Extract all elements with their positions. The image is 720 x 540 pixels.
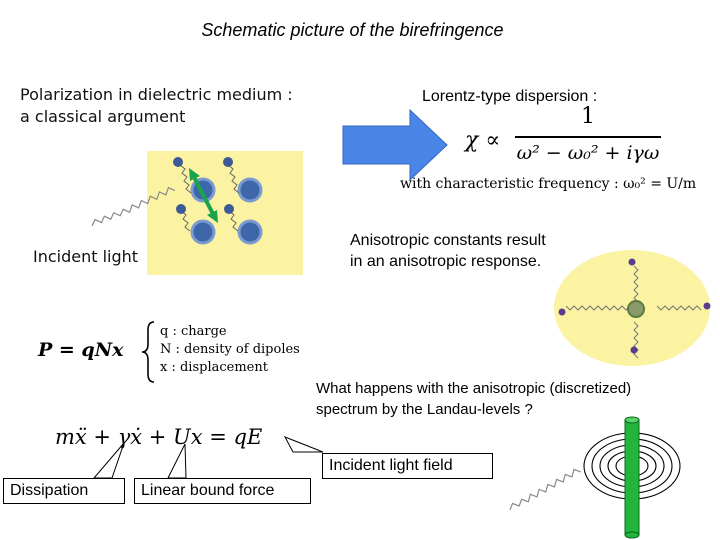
definition-displacement: x : displacement (160, 360, 268, 375)
spring (227, 164, 240, 194)
definitions-brace (141, 321, 155, 383)
atom (190, 219, 216, 245)
magnetic-flux-cylinder (624, 416, 640, 539)
polarization-heading: Polarization in dielectric medium : a cl… (20, 84, 293, 128)
incident-field-callout: Incident light field (322, 453, 493, 479)
lorentz-heading: Lorentz-type dispersion : (422, 88, 598, 105)
atom (237, 219, 263, 245)
electron (628, 258, 636, 266)
fraction-denominator: ω² − ω₀² + iγω (516, 142, 660, 164)
spring (179, 164, 192, 194)
page-title: Schematic picture of the birefringence (201, 20, 504, 40)
anisotropic-line2: in an anisotropic response. (350, 253, 542, 270)
electron (558, 308, 566, 316)
ellipse-center-atom (627, 300, 645, 318)
polarization-equation: P = qNx (38, 339, 124, 361)
implication-arrow (342, 108, 448, 182)
anisotropic-text: Anisotropic constants result in an aniso… (350, 230, 546, 272)
incident-light-label: Incident light (33, 247, 139, 266)
dissipation-callout: Dissipation (3, 478, 125, 504)
polarization-definitions: q : charge N : density of dipoles x : di… (160, 323, 300, 377)
spring-horizontal (565, 305, 639, 311)
springs (179, 164, 240, 232)
landau-question: What happens with the anisotropic (discr… (316, 378, 631, 420)
linear-bound-callout: Linear bound force (134, 478, 311, 504)
spring (180, 210, 191, 232)
spring (228, 210, 239, 232)
definition-density: N : density of dipoles (160, 342, 300, 357)
chi-proportional: χ ∝ (465, 128, 501, 153)
polarization-line2: a classical argument (20, 107, 186, 126)
equation-of-motion: mẍ + γẋ + Ux = qE (55, 425, 263, 449)
ellipse-electrons (558, 258, 711, 354)
spring-horizontal (656, 305, 702, 311)
lattice-panel (147, 151, 303, 275)
linear-callout-pointer (167, 443, 187, 479)
dipole-oscillation-arrow (189, 168, 218, 223)
electron (173, 157, 183, 167)
polarization-line1: Polarization in dielectric medium : (20, 85, 293, 104)
electron (703, 302, 711, 310)
question-line2: spectrum by the Landau-levels ? (316, 401, 533, 418)
lattice-atoms (190, 177, 263, 245)
fraction-numerator: 1 (581, 104, 595, 129)
anisotropic-line1: Anisotropic constants result (350, 232, 546, 249)
incident-wave-landau (509, 468, 581, 511)
incident-wave (91, 186, 176, 227)
electron (223, 157, 233, 167)
definition-charge: q : charge (160, 324, 227, 339)
electron (224, 204, 234, 214)
electron (176, 204, 186, 214)
atom (237, 177, 263, 203)
question-line1: What happens with the anisotropic (discr… (316, 380, 632, 397)
characteristic-frequency: with characteristic frequency : ω₀² = U/… (400, 176, 697, 192)
electron (630, 346, 638, 354)
field-callout-pointer (283, 436, 324, 453)
electrons (173, 157, 234, 214)
fraction-bar (515, 136, 661, 138)
